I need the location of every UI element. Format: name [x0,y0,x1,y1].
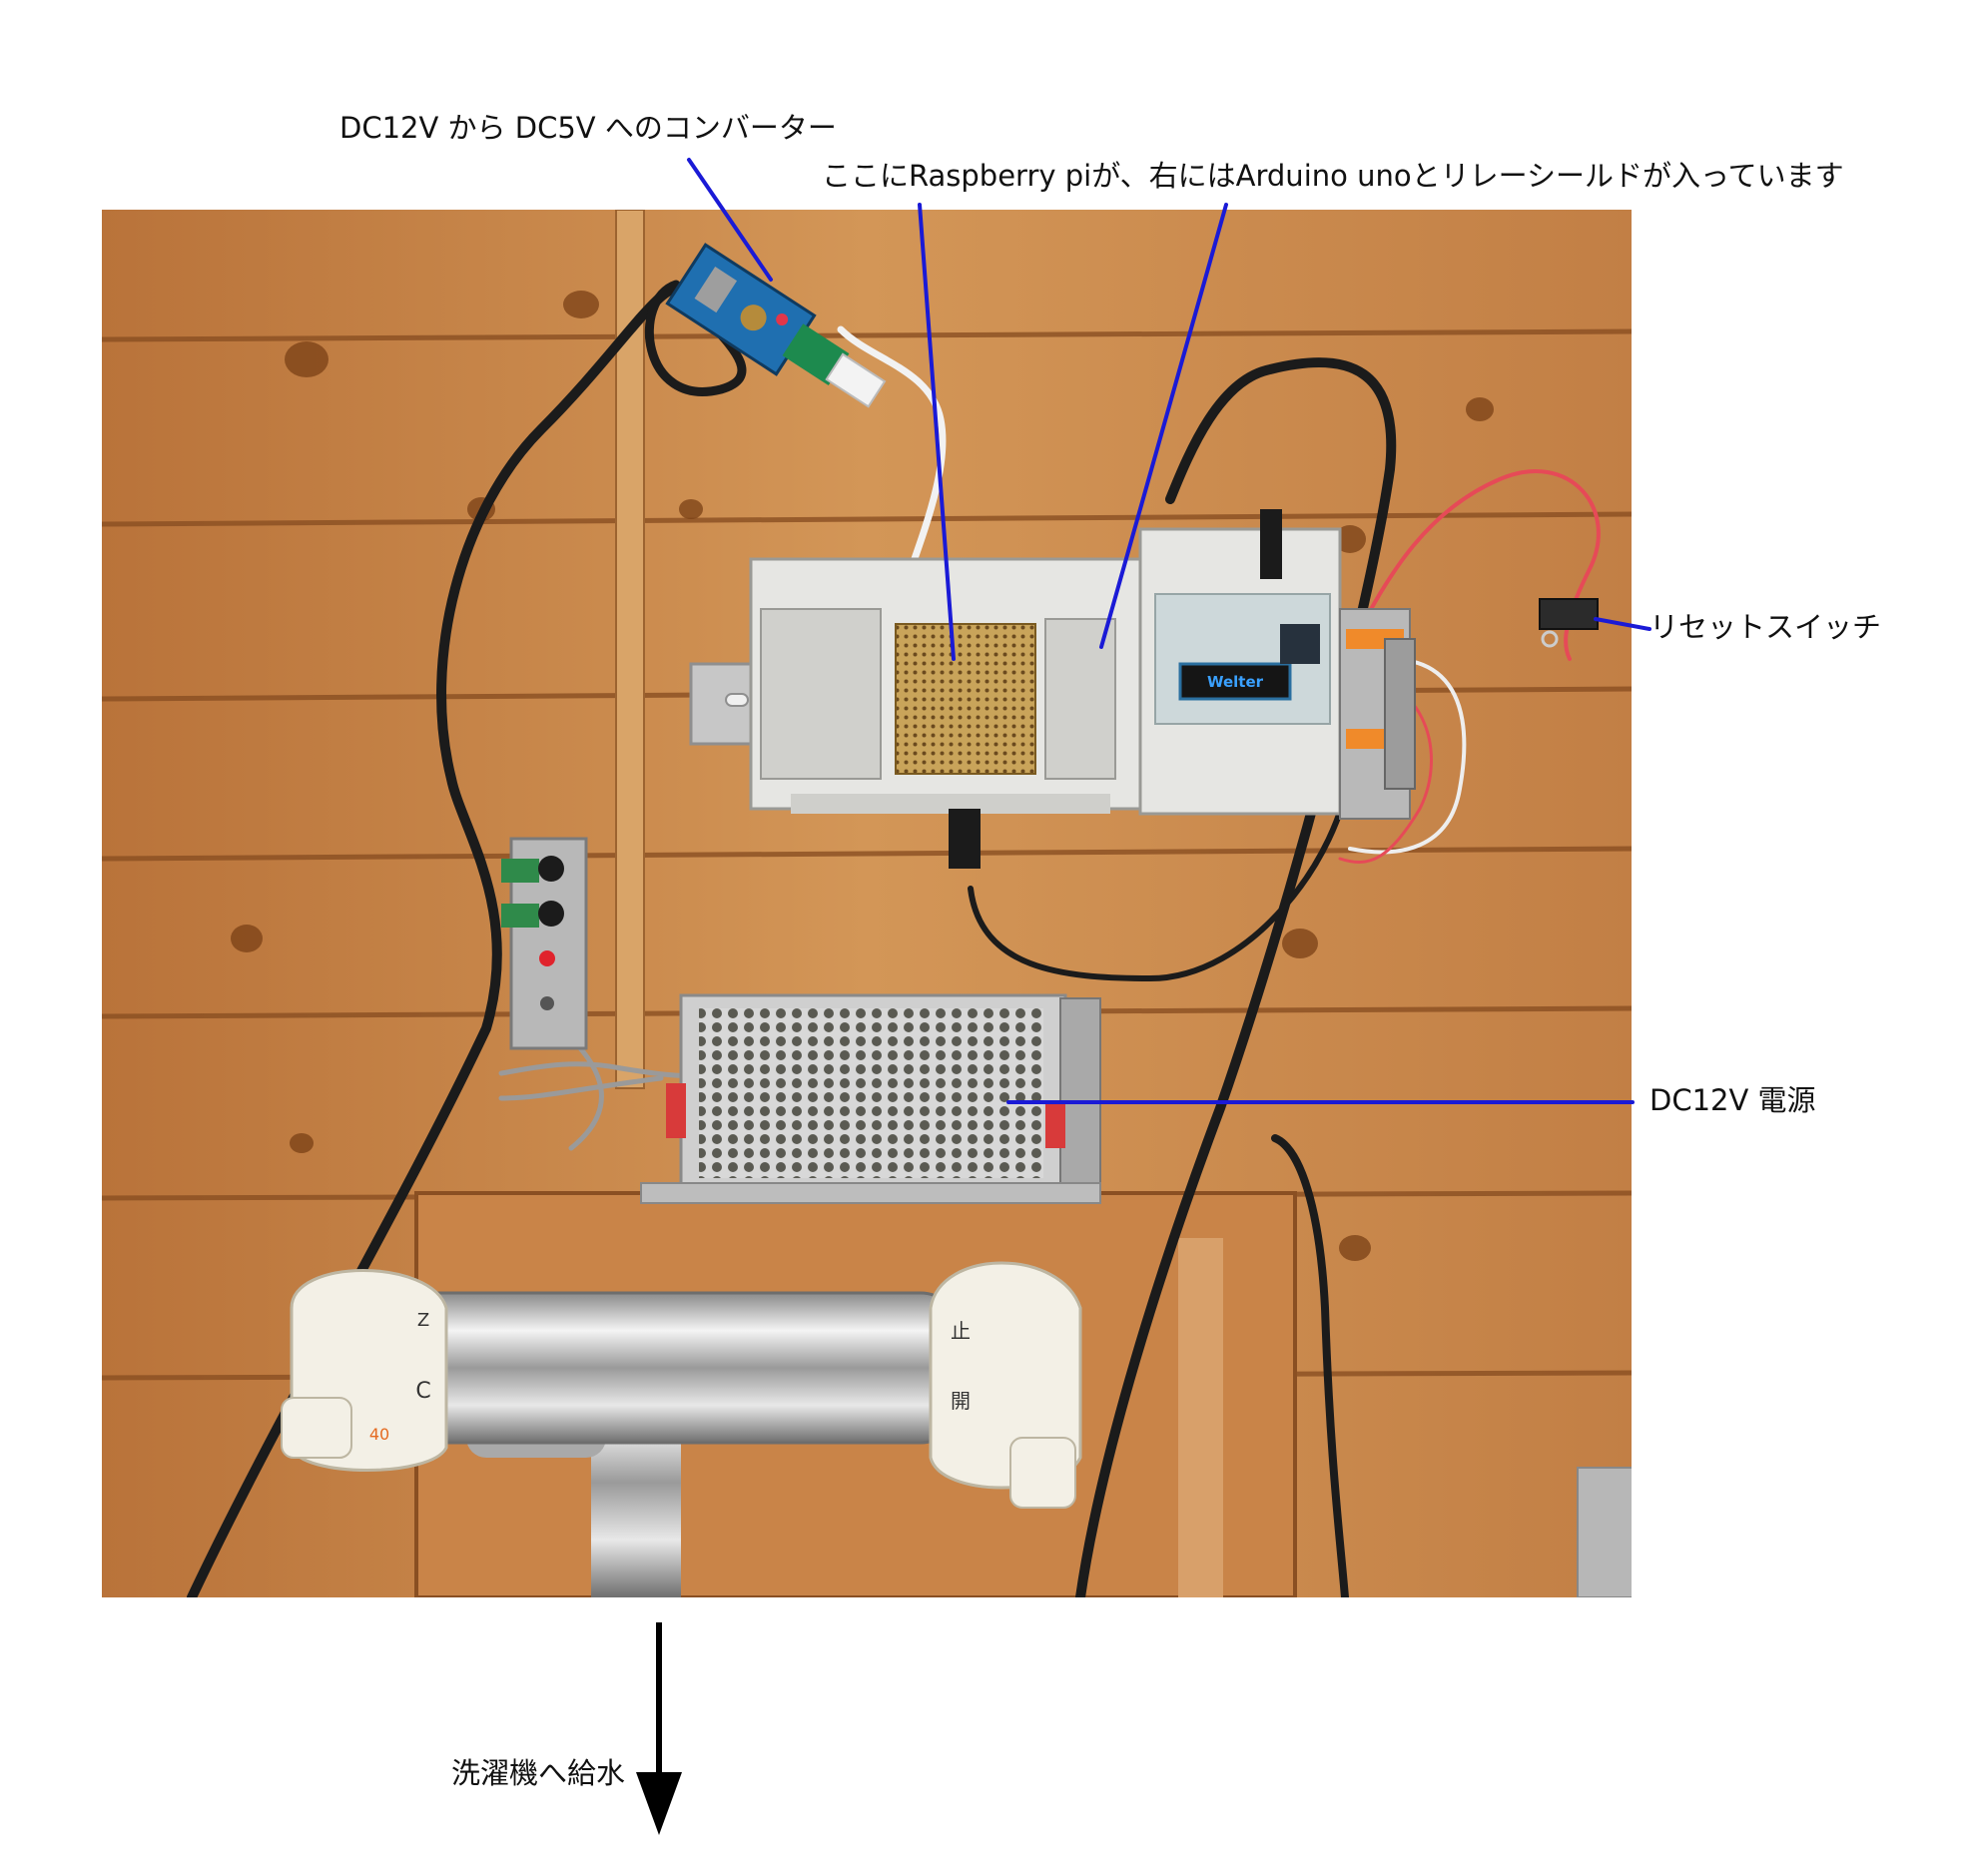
power-supply-unit [640,993,1101,1204]
oled-display-text: Welter [1207,673,1264,691]
valve-mark-left-temp: 40 [369,1425,389,1444]
valve-mark-right-bottom: 開 [951,1389,971,1413]
reset-switch [1539,598,1599,648]
label-converter: DC12V から DC5V へのコンバーター [339,111,837,145]
usb-plug [949,809,981,869]
mixing-valve: Z C 40 止 開 [281,1261,1082,1597]
valve-mark-left-mid: C [415,1379,430,1404]
label-reset-switch: リセットスイッチ [1649,610,1882,644]
raspberry-pi-enclosure [749,557,1142,814]
label-water-supply: 洗濯機へ給水 [451,1756,626,1790]
valve-mark-right-top: 止 [951,1319,971,1343]
terminal-blocks [1339,608,1416,820]
down-arrow [636,1622,682,1835]
arduino-enclosure: Welter [1138,509,1342,816]
switch-box [501,837,588,1050]
label-boards: ここにRaspberry piが、右にはArduino unoとリレーシールドが… [822,159,1844,193]
valve-mark-left-top: Z [417,1310,429,1331]
installation-photo: Welter Z [102,210,1632,1597]
label-power-supply: DC12V 電源 [1649,1083,1816,1117]
